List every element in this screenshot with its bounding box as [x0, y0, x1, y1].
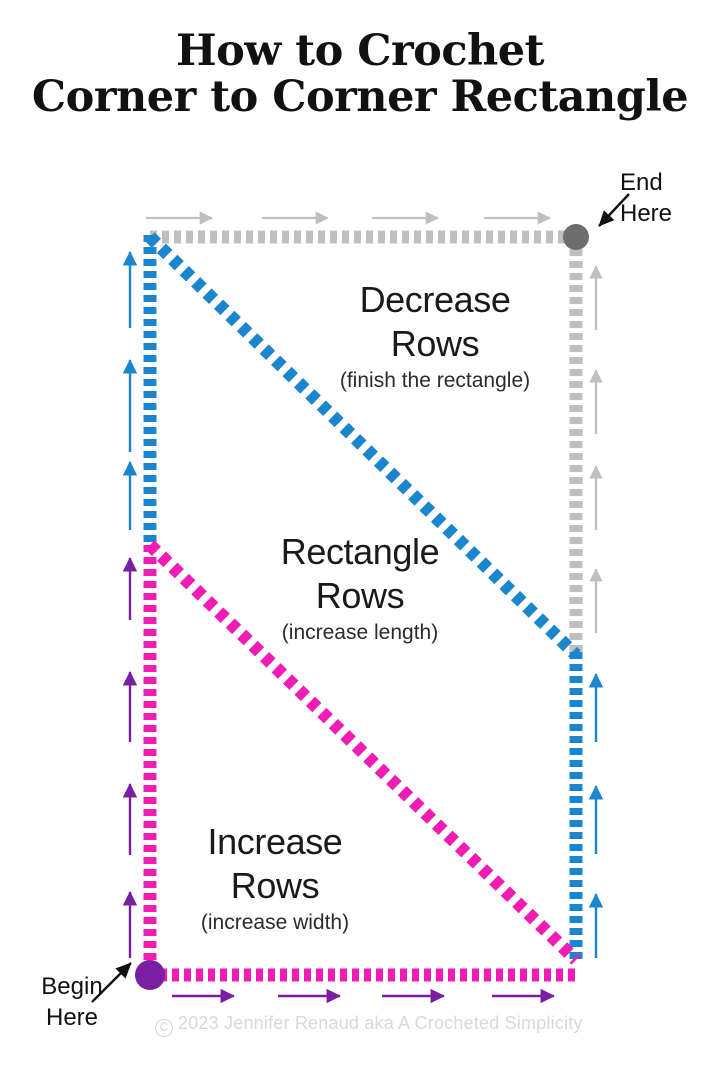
end-here-line-1: End: [620, 169, 663, 196]
increase-heading-line-1: Increase: [207, 821, 343, 862]
begin-here-dot: [135, 960, 165, 990]
rectangle-heading-line-2: Rows: [315, 574, 405, 616]
decrease-subtitle: (finish the rectangle): [339, 368, 531, 392]
title-line-2: Corner to Corner Rectangle: [31, 72, 689, 123]
rectangle-subtitle: (increase length): [281, 620, 439, 644]
page-title: How to Crochet Corner to Corner Rectangl…: [0, 28, 720, 121]
end-here-dot: [563, 224, 589, 250]
decrease-heading-line-1: Decrease: [359, 279, 511, 320]
title-line-1: How to Crochet: [175, 26, 545, 76]
increase-heading-line-2: Rows: [230, 864, 320, 906]
end-here-line-2: Here: [620, 199, 673, 227]
begin-here-line-2: Here: [45, 1003, 99, 1031]
segment-magenta-diagonal: [145, 540, 581, 965]
section-label-increase-rows: Increase Rows (increase width): [125, 820, 425, 937]
callout-end-here: End Here: [620, 168, 710, 229]
increase-subtitle: (increase width): [200, 910, 350, 934]
decrease-heading-line-2: Rows: [390, 322, 480, 364]
begin-here-line-1: Begin: [41, 973, 103, 1000]
callout-arrow-end: [598, 193, 630, 227]
copyright-notice: C 2023 Jennifer Renaud aka A Crocheted Si…: [155, 1013, 583, 1037]
copyright-text: 2023 Jennifer Renaud aka A Crocheted Sim…: [178, 1013, 583, 1033]
callout-begin-here: Begin Here: [22, 972, 122, 1033]
copyright-icon: C: [155, 1019, 173, 1037]
rectangle-heading-line-1: Rectangle: [280, 531, 440, 572]
callout-arrow-begin: [91, 962, 132, 1003]
section-label-decrease-rows: Decrease Rows (finish the rectangle): [285, 278, 585, 395]
section-label-rectangle-rows: Rectangle Rows (increase length): [210, 530, 510, 647]
segment-blue-diagonal: [145, 232, 581, 660]
